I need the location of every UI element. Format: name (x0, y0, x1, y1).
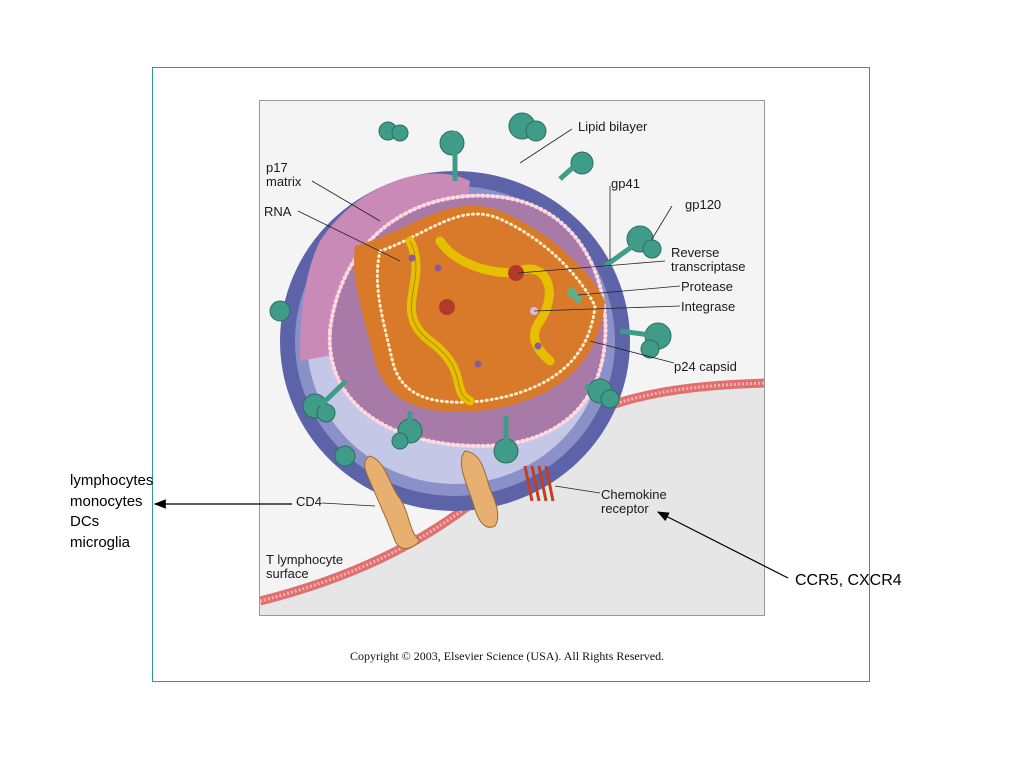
label-gp41: gp41 (611, 176, 640, 191)
target-cell-item: monocytes (70, 492, 143, 510)
arrow-ccr5-to-receptor (656, 511, 789, 579)
label-integrase: Integrase (681, 299, 736, 314)
target-cell-item: microglia (70, 533, 131, 551)
copyright-notice: Copyright © 2003, Elsevier Science (USA)… (350, 649, 665, 663)
target-cell-item: lymphocytes (70, 472, 154, 489)
reverse-transcriptase-enzyme (508, 265, 524, 281)
slide-frame (152, 67, 870, 682)
cd4-receptor-2 (460, 450, 499, 528)
label-reverse-transcriptase: Reverse transcriptase (671, 245, 746, 274)
label-cd4: CD4 (296, 494, 323, 509)
label-protease: Protease (681, 279, 734, 294)
hiv-virion-illustration (260, 112, 764, 615)
rna-strand-2 (435, 236, 555, 366)
label-lipid-bilayer: Lipid bilayer (578, 119, 648, 134)
gp120-spike (269, 300, 291, 322)
target-cell-item: DCs (70, 513, 100, 530)
protease-enzyme (567, 288, 577, 298)
label-rna: RNA (264, 204, 292, 219)
cd4-target-cell-list: lymphocytes monocytes DCs microglia (70, 471, 153, 553)
chemokine-receptor (523, 465, 555, 502)
label-gp120: gp120 (685, 197, 722, 212)
label-p24-capsid: p24 capsid (674, 359, 737, 374)
gp120-spike (439, 130, 465, 156)
reverse-transcriptase-enzyme-2 (439, 299, 455, 315)
hiv-virion-figure: Lipid bilayer p17 matrix RNA gp41 gp120 … (259, 100, 765, 616)
label-chemokine-receptor: Chemokine receptor (601, 487, 667, 516)
label-t-lymphocyte-surface: T lymphocyte surface (266, 552, 344, 581)
gp120-spike (570, 151, 594, 175)
cd4-receptor-1 (364, 455, 421, 549)
label-p17-matrix: p17 matrix (266, 160, 302, 189)
gp120-spike (334, 445, 356, 467)
coreceptor-label: CCR5, CXCR4 (795, 572, 902, 589)
